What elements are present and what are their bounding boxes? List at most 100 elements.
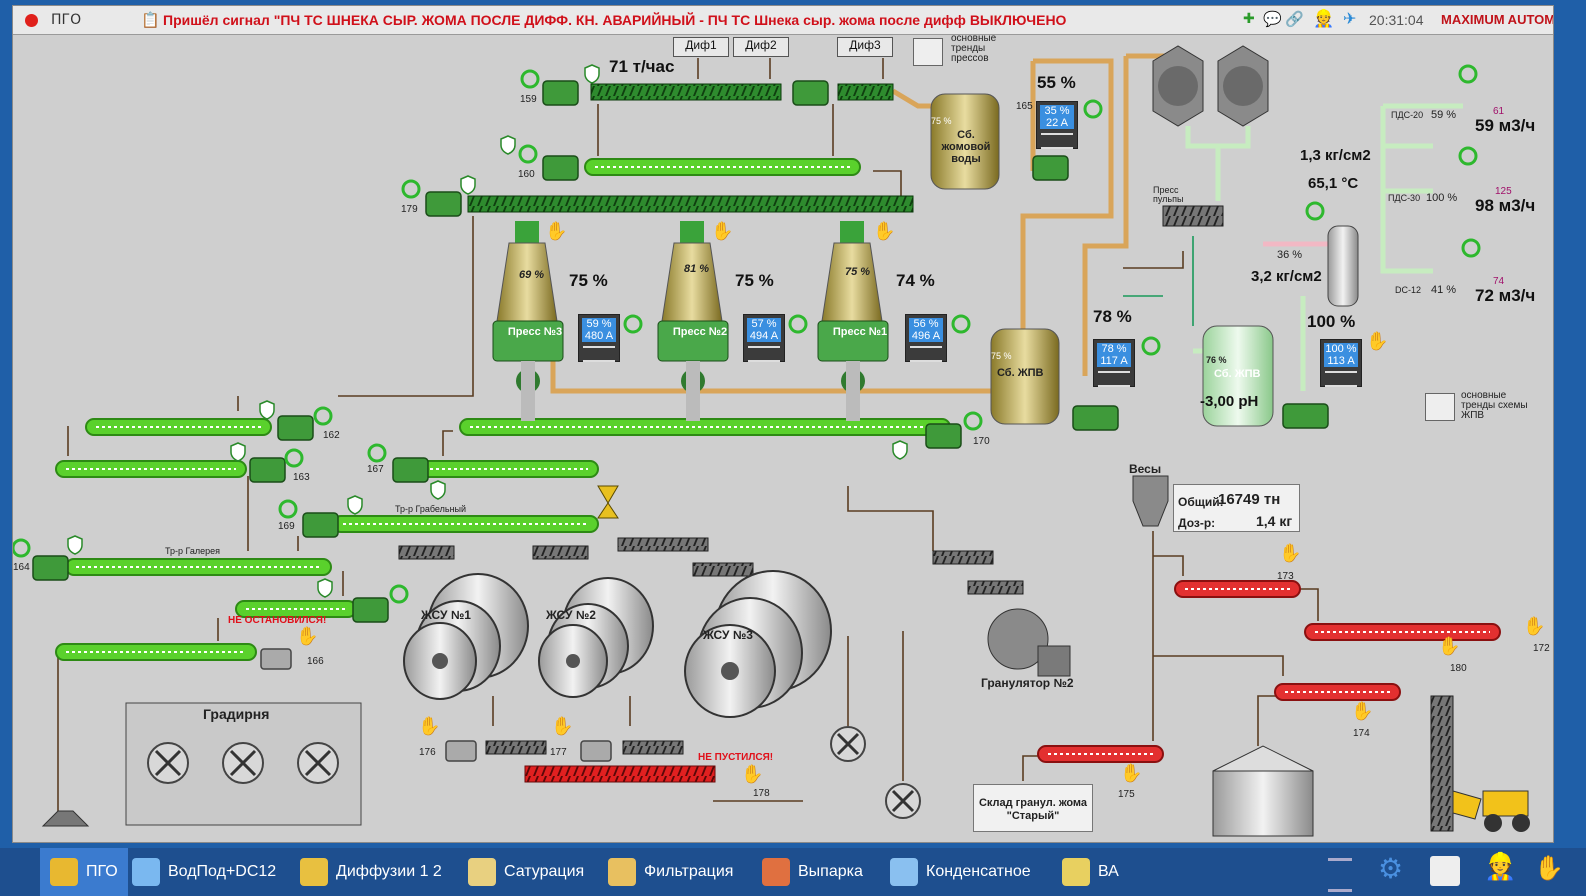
taskbar-item-va[interactable]: ВА bbox=[1062, 848, 1119, 896]
alarm-message[interactable]: Пришёл сигнал "ПЧ ТС ШНЕКА СЫР. ЖОМА ПОС… bbox=[163, 12, 1067, 28]
meter-165-pct: 35 % bbox=[1044, 105, 1070, 117]
pressure1: 1,3 кг/см2 bbox=[1300, 147, 1371, 164]
manual-mode-icon[interactable]: ✋ bbox=[296, 626, 319, 647]
device-number: 169 bbox=[278, 521, 295, 532]
operator-icon[interactable]: 👷 bbox=[1313, 9, 1335, 29]
taskbar-item-saturation[interactable]: Сатурация bbox=[468, 848, 584, 896]
trends-presses-link[interactable]: основные тренды прессов bbox=[951, 33, 997, 64]
manual-mode-icon[interactable]: ✋ bbox=[551, 716, 574, 737]
manual-mode-icon[interactable]: ✋ bbox=[1120, 763, 1143, 784]
manual-mode-icon[interactable]: ✋ bbox=[741, 764, 764, 785]
taskbar-item-condensate[interactable]: Конденсатное bbox=[890, 848, 1031, 896]
dc12-label: DC-12 bbox=[1395, 285, 1422, 295]
hand-cursor-icon[interactable]: ✋ bbox=[1534, 854, 1564, 882]
taskbar-item-pgo[interactable]: ПГО bbox=[40, 848, 128, 896]
settings-gear-icon[interactable]: ⚙ bbox=[1378, 852, 1404, 885]
brand-logo: MAXIMUM AUTOMATION bbox=[1441, 12, 1554, 27]
user-icon[interactable]: 👷 bbox=[1484, 852, 1517, 882]
chat-icon[interactable]: 💬 bbox=[1263, 10, 1282, 28]
meter-166[interactable]: 78 %117 A bbox=[1093, 339, 1135, 387]
flow-lines bbox=[57, 58, 1319, 811]
clipboard-icon[interactable]: 📋 bbox=[141, 11, 160, 29]
auto-mode-icons bbox=[13, 64, 1481, 604]
dif2-button[interactable]: Диф2 bbox=[733, 37, 789, 57]
device-number: 178 bbox=[753, 788, 770, 799]
dif3-button[interactable]: Диф3 bbox=[837, 37, 893, 57]
warehouse-panel[interactable]: Склад гранул. жома "Старый" bbox=[973, 784, 1093, 832]
taskbar-item-vodpod[interactable]: ВодПод+DC12 bbox=[132, 848, 276, 896]
loader-icon bbox=[1452, 790, 1530, 832]
meter-165[interactable]: 35 %22 A bbox=[1036, 101, 1078, 149]
device-number: 162 bbox=[323, 430, 340, 441]
press1-label[interactable]: Пресс №1 bbox=[832, 326, 888, 338]
screen-name: ПГО bbox=[51, 12, 82, 28]
press2-meter-amps: 494 A bbox=[749, 330, 779, 342]
flow2: 98 м3/ч bbox=[1475, 196, 1536, 215]
press3-meter[interactable]: 59 %480 A bbox=[578, 314, 620, 362]
diverter-icon[interactable] bbox=[597, 485, 619, 504]
manual-mode-icon[interactable]: ✋ bbox=[1279, 543, 1302, 564]
trend-chart-icon[interactable] bbox=[913, 38, 943, 66]
manual-mode-icon[interactable]: ✋ bbox=[1523, 616, 1546, 637]
device-number: 174 bbox=[1353, 728, 1370, 739]
trends-zhpv-link[interactable]: основные тренды схемы ЖПВ bbox=[1461, 390, 1528, 421]
device-number: 159 bbox=[520, 94, 537, 105]
pdc30-label: ПДС-30 bbox=[1388, 193, 1421, 203]
zhpv-level: 75 % bbox=[991, 351, 1012, 361]
title-bar: ПГО 📋 Пришёл сигнал "ПЧ ТС ШНЕКА СЫР. ЖО… bbox=[13, 6, 1553, 35]
granulator-label[interactable]: Гранулятор №2 bbox=[981, 676, 1074, 690]
trend-chart-icon[interactable] bbox=[1425, 393, 1455, 421]
taskbar-item-filtration[interactable]: Фильтрация bbox=[608, 848, 733, 896]
press3-meter-pct: 59 % bbox=[586, 318, 612, 330]
dif1-button[interactable]: Диф1 bbox=[673, 37, 729, 57]
press2-label[interactable]: Пресс №2 bbox=[672, 326, 728, 338]
manual-mode-icon[interactable]: ✋ bbox=[1351, 701, 1374, 722]
dryer1-label[interactable]: ЖСУ №1 bbox=[421, 608, 471, 622]
zhpv2-level: 76 % bbox=[1206, 355, 1227, 365]
manual-mode-icon[interactable]: ✋ bbox=[1366, 331, 1389, 352]
scales-total-value: 16749 тн bbox=[1218, 491, 1281, 508]
va-icon bbox=[1062, 858, 1090, 886]
filtration-icon bbox=[608, 858, 636, 886]
device-number: 179 bbox=[401, 204, 418, 215]
taskbar-item-evaporation[interactable]: Выпарка bbox=[762, 848, 863, 896]
device-number: 180 bbox=[1450, 663, 1467, 674]
flow2-setpoint: 125 bbox=[1495, 186, 1512, 197]
network-icon[interactable]: 🔗 bbox=[1285, 10, 1304, 28]
warehouse-label: Склад гранул. жома "Старый" bbox=[978, 797, 1088, 822]
pulp-press-label: Пресс пульпы bbox=[1153, 185, 1184, 204]
meter-167[interactable]: 100 %113 A bbox=[1320, 339, 1362, 387]
taskbar-label: Сатурация bbox=[504, 863, 585, 880]
manual-mode-icon[interactable]: ✋ bbox=[418, 716, 441, 737]
press1-cone: 75 % bbox=[845, 266, 871, 278]
scales-panel: Общий: 16749 тн Доз-р: 1,4 кг bbox=[1173, 484, 1300, 532]
meter-167-pct: 100 % bbox=[1325, 343, 1357, 355]
manual-mode-icon[interactable]: ✋ bbox=[1438, 636, 1461, 657]
taskbar-label: Фильтрация bbox=[644, 863, 734, 880]
evaporation-icon bbox=[762, 858, 790, 886]
tanks bbox=[41, 45, 1454, 837]
press2-meter[interactable]: 57 %494 A bbox=[743, 314, 785, 362]
telegram-icon[interactable]: ✈ bbox=[1343, 9, 1357, 28]
shield-icons bbox=[67, 64, 908, 598]
add-icon[interactable]: ✚ bbox=[1243, 11, 1255, 27]
clock: 20:31:04 bbox=[1369, 12, 1424, 28]
dryer2-label[interactable]: ЖСУ №2 bbox=[546, 608, 596, 622]
device-number: 172 bbox=[1533, 643, 1550, 654]
dc12-pct: 41 % bbox=[1431, 284, 1457, 296]
press1-meter[interactable]: 56 %496 A bbox=[905, 314, 947, 362]
menu-icon[interactable] bbox=[1328, 858, 1352, 892]
manual-mode-icon[interactable]: ✋ bbox=[873, 221, 896, 242]
manual-mode-icon[interactable]: ✋ bbox=[711, 221, 734, 242]
press3-label[interactable]: Пресс №3 bbox=[507, 326, 563, 338]
manual-mode-icon[interactable]: ✋ bbox=[545, 221, 568, 242]
taskbar-label: ВА bbox=[1098, 863, 1119, 880]
pdc30-pct: 100 % bbox=[1426, 192, 1458, 204]
light-green-pipes bbox=[1185, 103, 1463, 391]
device-number: 177 bbox=[550, 747, 567, 758]
taskbar-item-diffusion[interactable]: Диффузии 1 2 bbox=[300, 848, 442, 896]
scales-title: Весы bbox=[1129, 462, 1162, 476]
dryer3-label[interactable]: ЖСУ №3 bbox=[703, 628, 753, 642]
water-icon bbox=[132, 858, 160, 886]
trends-icon[interactable] bbox=[1430, 856, 1460, 886]
